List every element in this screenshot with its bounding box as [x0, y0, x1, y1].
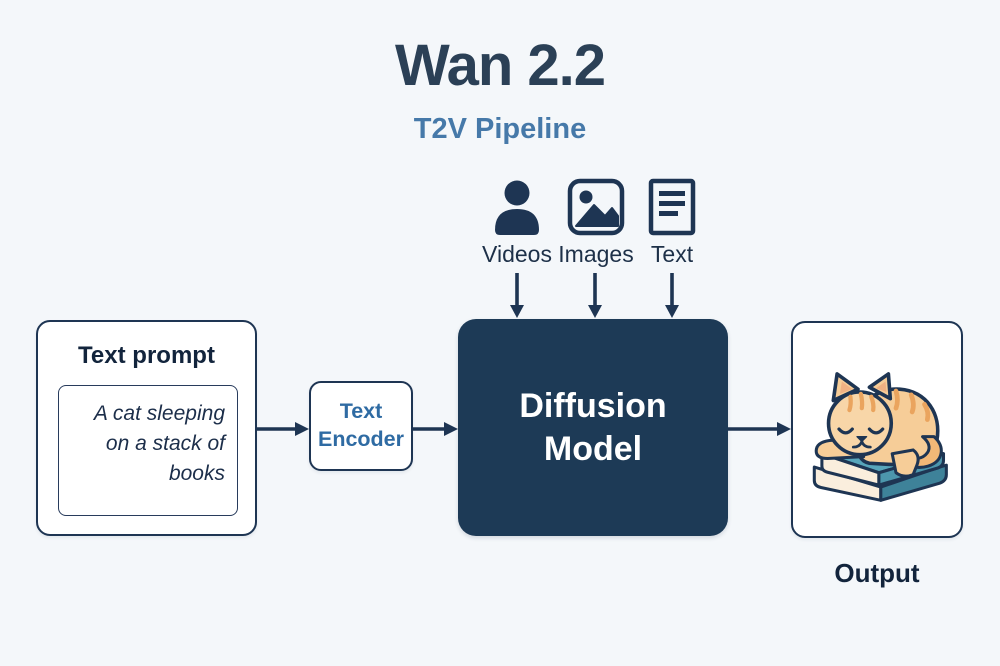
conditioning-item-images: Images	[556, 176, 636, 268]
conditioning-item-text: Text	[632, 176, 712, 268]
conditioning-label: Videos	[482, 241, 552, 267]
text-encoder-label: Text Encoder	[317, 399, 405, 451]
cat-sleeping-on-books-illustration	[812, 371, 948, 502]
arrow-right-icon	[257, 422, 309, 436]
text-prompt-title: Text prompt	[78, 342, 215, 369]
page-title: Wan 2.2	[394, 33, 606, 98]
text-encoder-box: Text Encoder	[309, 381, 413, 471]
output-box	[791, 321, 963, 538]
arrow-down-icon	[510, 273, 524, 318]
conditioning-label: Text	[650, 241, 694, 267]
person-icon	[490, 176, 544, 236]
prompt-text: A cat sleeping on a stack of books	[58, 385, 238, 516]
arrow-right-icon	[413, 422, 458, 436]
image-icon	[567, 176, 625, 236]
diffusion-model-box: Diffusion Model	[458, 319, 728, 536]
conditioning-label: Images	[558, 241, 634, 267]
arrow-right-icon	[728, 422, 791, 436]
page-subtitle: T2V Pipeline	[413, 113, 587, 145]
diffusion-model-label: Diffusion Model	[519, 387, 667, 468]
arrow-down-icon	[588, 273, 602, 318]
output-label: Output	[834, 558, 920, 588]
document-lines-icon	[648, 176, 696, 236]
arrow-down-icon	[665, 273, 679, 318]
text-prompt-box: Text prompt A cat sleeping on a stack of…	[36, 320, 257, 536]
conditioning-item-videos: Videos	[477, 176, 557, 268]
